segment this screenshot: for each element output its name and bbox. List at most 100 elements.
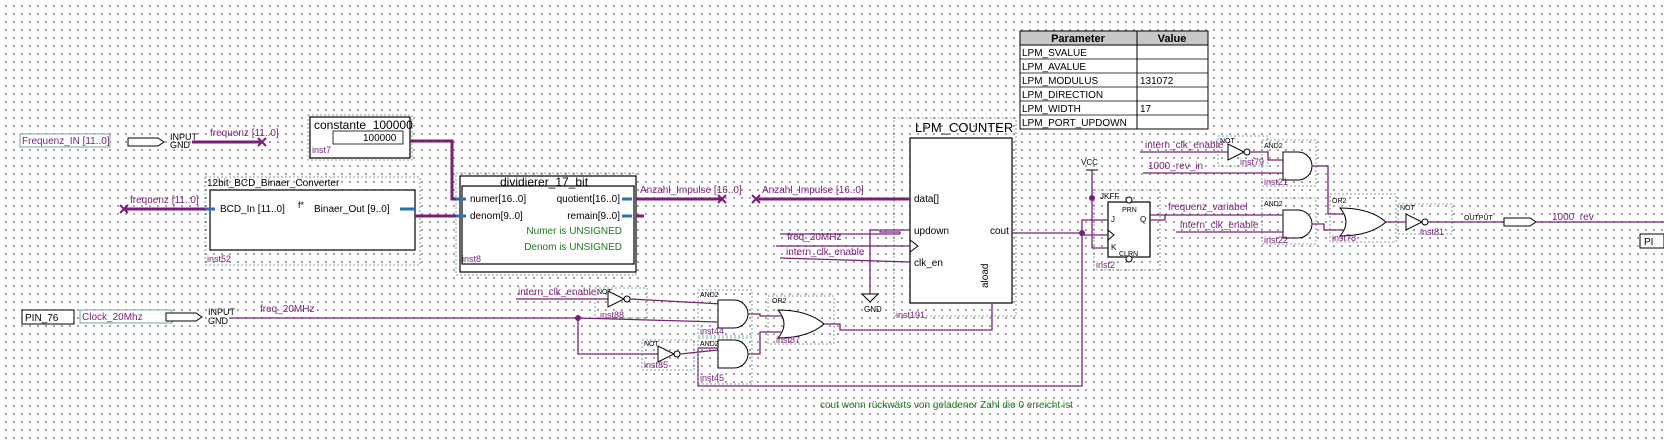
counter-port-clken: clk_en [914, 258, 943, 269]
gate-type: AND2 [700, 341, 719, 348]
net-label: frequenz [11..0] [210, 128, 279, 139]
jkff-pin-j: J [1111, 215, 1115, 224]
or-gate-inst78[interactable]: OR2 inst78 [1329, 193, 1397, 243]
clock-label: Clock_20Mhz [82, 312, 143, 323]
vcc-label: VCC [1081, 158, 1098, 167]
inst-label: inst87 [776, 335, 800, 345]
net-label: freq_20MHz [260, 304, 314, 315]
net-label: Anzahl_Impulse [16..0] [762, 185, 864, 196]
gate-type: AND2 [1264, 143, 1283, 150]
net-label: 1000_rev_in [1148, 161, 1203, 172]
output-pin[interactable]: OUTPUT 1000_rev PI [1428, 212, 1664, 249]
net-label: freq_20MHz [787, 232, 841, 243]
constant-value: 100000 [363, 133, 397, 144]
inst-label: inst8 [462, 254, 481, 264]
jkff-block[interactable]: VCC JKFF PRN J Q K CLRN inst2 [1081, 158, 1161, 271]
net-label: intern_clk_enable [518, 287, 597, 298]
inst-label: inst81 [1420, 227, 1444, 237]
divider-port-numer: numer[16..0] [470, 194, 526, 205]
output-kind: OUTPUT [1464, 215, 1494, 222]
param-name: LPM_DIRECTION [1022, 90, 1103, 101]
param-name: LPM_SVALUE [1022, 48, 1087, 59]
inst-label: inst21 [1264, 177, 1288, 187]
jkff-pin-q: Q [1140, 215, 1146, 224]
gate-type: OR2 [1332, 198, 1347, 205]
net-label: intern_clk_enable [1180, 220, 1259, 231]
param-value: 131072 [1140, 76, 1174, 87]
net-label: intern_clk_enable [1145, 140, 1224, 151]
divider-block[interactable]: dividierer_17_bit numer[16..0] denom[9..… [455, 172, 637, 276]
frequenz-in-kind: INPUT [170, 132, 198, 142]
counter-title: LPM_COUNTER [915, 120, 1013, 135]
clock-input[interactable]: PIN_76 Clock_20Mhz INPUT GND freq_20MHz [21, 304, 578, 326]
param-name: LPM_MODULUS [1022, 76, 1098, 87]
counter-port-cout: cout [990, 226, 1009, 237]
inst-label: inst78 [1332, 233, 1356, 243]
net-label: Anzahl_Impulse [16..0] [640, 185, 742, 196]
bcd-out-port: Binaer_Out [9..0] [314, 204, 390, 215]
gate-type: AND2 [700, 292, 719, 299]
bcd-converter-block[interactable]: 12bit_BCD_Binaer_Converter BCD_In [11..0… [204, 176, 421, 266]
counter-input-nets: Anzahl_Impulse [16..0] freq_20MHz intern… [751, 185, 911, 314]
parameter-table[interactable]: Parameter Value LPM_SVALUE LPM_AVALUE LP… [1019, 30, 1209, 130]
gate-type: NOT [1220, 138, 1236, 145]
and-gate-inst44[interactable]: AND2 inst44 [697, 289, 753, 337]
jkff-title: JKFF [1100, 192, 1119, 201]
not-gate-inst85[interactable]: NOT inst85 [641, 339, 695, 371]
clock-default: GND [208, 316, 229, 326]
inst-label: inst45 [700, 373, 724, 383]
jkff-pin-clrn: CLRN [1119, 251, 1138, 258]
param-value: 17 [1140, 104, 1152, 115]
gate-type: AND2 [1264, 201, 1283, 208]
inst-label: inst191 [896, 310, 925, 320]
inst-label: inst52 [207, 254, 231, 264]
divider-note: Numer is UNSIGNED [526, 226, 622, 237]
param-header-value: Value [1158, 33, 1187, 45]
lpm-counter-block[interactable]: LPM_COUNTER data[] updown clk_en cout al… [893, 117, 1017, 320]
net-label: frequenz [11..0] [130, 195, 199, 206]
gnd-label: GND [864, 305, 882, 314]
and-gate-inst22[interactable]: AND2 inst22 [1261, 197, 1317, 245]
constant-to-numer-bus [410, 139, 456, 201]
or-gate-inst87[interactable]: OR2 inst87 [767, 295, 835, 345]
gate-type: NOT [644, 341, 660, 348]
clock-kind: INPUT [208, 307, 236, 317]
counter-port-updown: updown [914, 226, 949, 237]
not-gate-inst88[interactable]: NOT inst88 [594, 287, 648, 320]
gate-type: OR2 [772, 298, 787, 305]
frequenz-in-label: Frequenz_IN [11..0] [22, 136, 110, 147]
inst-label: inst79 [1240, 157, 1264, 167]
divider-title: dividierer_17_bit [500, 175, 589, 189]
and-gate-inst21[interactable]: AND2 inst21 [1261, 139, 1317, 187]
clock-pin-label: PIN_76 [25, 313, 59, 324]
inst-label: inst2 [1096, 260, 1115, 270]
output-pin-label: PI [1644, 237, 1653, 248]
cout-to-jkff-wire [1012, 219, 1108, 234]
constant-title: constante_100000 [314, 118, 413, 132]
not-gate-inst79[interactable]: NOT inst79 [1217, 135, 1269, 167]
divider-port-quotient: quotient[16..0] [557, 194, 621, 205]
inst-label: inst44 [700, 326, 724, 336]
inst-label: inst22 [1264, 235, 1288, 245]
divider-port-remain: remain[9..0] [567, 211, 620, 222]
inst-label: inst85 [644, 360, 668, 370]
counter-port-aload: aload [980, 264, 991, 288]
schematic-comment: cout wenn rückwärts von geladener Zahl d… [820, 400, 1073, 411]
bcd-in-port: BCD_In [11..0] [220, 204, 285, 215]
param-header-name: Parameter [1051, 33, 1106, 45]
not-gate-inst81[interactable]: NOT inst81 [1397, 203, 1453, 237]
gate-type: NOT [597, 289, 613, 296]
constant-block[interactable]: constante_100000 100000 inst7 [307, 114, 413, 161]
and-gate-inst45[interactable]: AND2 inst45 [697, 337, 753, 385]
frequenz-in-input[interactable]: Frequenz_IN [11..0] INPUT GND frequenz [… [19, 128, 279, 150]
bcd-input-net: frequenz [11..0] [119, 195, 205, 214]
jkff-pin-prn: PRN [1122, 207, 1137, 214]
net-label: intern_clk_enable [786, 247, 865, 258]
inst-label: inst88 [600, 310, 624, 320]
frequenz-in-default: GND [170, 140, 191, 150]
function-icon: f* [298, 200, 305, 210]
divider-note: Denom is UNSIGNED [524, 242, 622, 253]
bcd-title: 12bit_BCD_Binaer_Converter [207, 178, 340, 189]
